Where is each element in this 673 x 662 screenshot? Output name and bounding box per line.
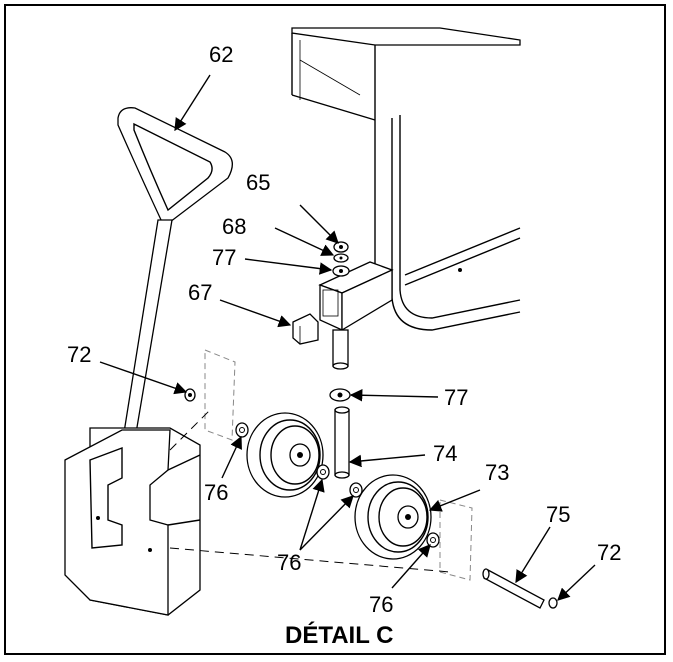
axle-pin-74 xyxy=(334,406,350,479)
callout-65: 65 xyxy=(246,170,270,195)
hardware xyxy=(184,241,558,609)
callout-76-mid: 76 xyxy=(277,550,301,575)
leader-lines xyxy=(99,74,596,601)
side-plate-right xyxy=(439,499,473,581)
callout-72-right: 72 xyxy=(597,540,621,565)
callout-76-left: 76 xyxy=(204,480,228,505)
handle-base-bracket xyxy=(64,427,201,616)
detail-caption: DÉTAIL C xyxy=(285,621,393,649)
callout-75: 75 xyxy=(546,502,570,527)
side-plate-left xyxy=(204,349,236,441)
alignment-line xyxy=(169,409,211,451)
wheel-left xyxy=(246,412,324,498)
callout-72-left: 72 xyxy=(67,342,91,367)
wheel-right-73 xyxy=(354,474,432,560)
callout-68: 68 xyxy=(222,214,246,239)
callout-74: 74 xyxy=(433,441,457,466)
callout-77-mid: 77 xyxy=(444,385,468,410)
callout-67: 67 xyxy=(188,280,212,305)
callout-76-bottom: 76 xyxy=(369,592,393,617)
callout-73: 73 xyxy=(485,460,509,485)
callout-62: 62 xyxy=(209,42,233,67)
cart-frame xyxy=(291,27,521,370)
axle-75 xyxy=(482,568,545,609)
alignment-line xyxy=(169,547,451,573)
callout-77-top: 77 xyxy=(212,245,236,270)
